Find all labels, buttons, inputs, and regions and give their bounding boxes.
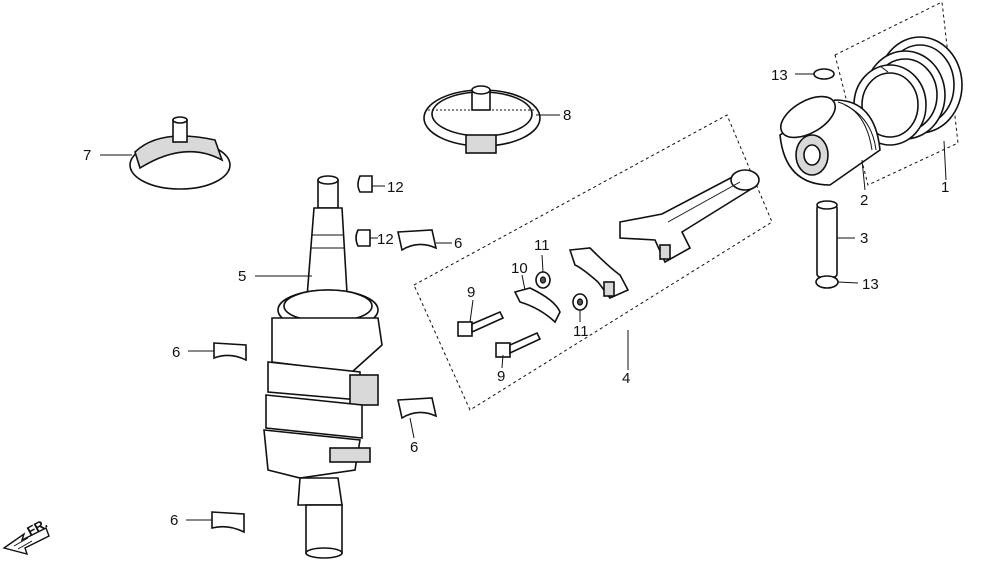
callout-9-upper: 9 (467, 284, 475, 301)
callout-11-upper: 11 (534, 237, 550, 254)
callout-8: 8 (563, 107, 571, 124)
balancer-gear (129, 116, 231, 190)
rod-bolt-upper (457, 310, 505, 337)
callout-4: 4 (622, 370, 630, 387)
callout-9-lower: 9 (497, 368, 505, 385)
callout-13-lower: 13 (862, 276, 879, 293)
lock-plate (513, 287, 561, 324)
callout-6-bearing-a: 6 (454, 235, 462, 252)
piston-pin-clip-lower (815, 275, 839, 289)
rod-bolt-lower (495, 331, 542, 358)
piston-pin-clip-upper (813, 68, 835, 80)
crankshaft (263, 175, 383, 559)
callout-7: 7 (83, 147, 91, 164)
callout-11-lower: 11 (573, 323, 589, 340)
woodruff-key-lower (355, 229, 371, 247)
callout-10: 10 (511, 260, 528, 277)
washer-upper (535, 271, 551, 289)
callout-6-bearing-c: 6 (410, 439, 418, 456)
callout-12-lower: 12 (377, 231, 394, 248)
main-bearing-half-a (397, 229, 438, 252)
main-bearing-half-b (213, 342, 247, 362)
idler-gear (423, 85, 541, 154)
callout-6-bearing-b: 6 (172, 344, 180, 361)
callout-13-upper: 13 (771, 67, 788, 84)
washer-lower (572, 293, 588, 311)
callout-2: 2 (860, 192, 868, 209)
callout-3: 3 (860, 230, 868, 247)
piston-rings-group-box (834, 1, 959, 186)
piston-pin (816, 200, 838, 278)
main-bearing-half-c (397, 397, 438, 420)
callout-12-upper: 12 (387, 179, 404, 196)
main-bearing-half-d (211, 511, 245, 534)
connecting-rod-cap (568, 247, 630, 299)
woodruff-key-upper (357, 175, 373, 193)
callout-1: 1 (941, 179, 949, 196)
callout-5: 5 (238, 268, 246, 285)
piston (779, 95, 881, 186)
leader-lines (100, 73, 947, 521)
front-direction-arrow (2, 527, 50, 556)
connecting-rod (619, 169, 760, 264)
callout-6-bearing-d: 6 (170, 512, 178, 529)
